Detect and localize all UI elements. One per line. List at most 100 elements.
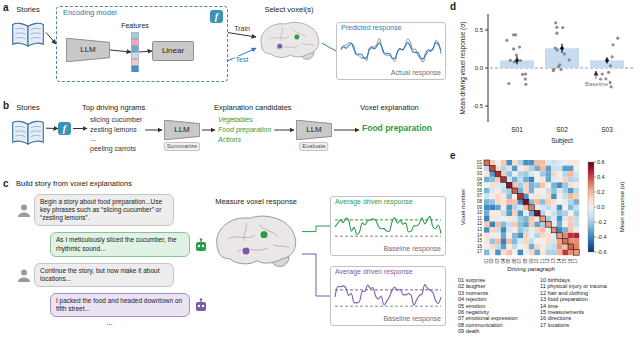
heatmap-cell <box>512 238 518 244</box>
axis-tick-label: 11 <box>477 217 482 222</box>
label-anchor: Driving paragraph <box>507 266 555 273</box>
label-anchor: 13 food preparation <box>540 296 588 302</box>
bar-chart <box>485 14 634 122</box>
book-line <box>15 28 25 29</box>
heatmap-cell <box>506 182 512 188</box>
feature-bar <box>131 32 139 72</box>
topic-key-entry: 12 hair and clothing <box>540 290 588 296</box>
heatmap-cell <box>529 227 535 233</box>
topic-key-entry: 11 physical injury or trauma <box>540 283 607 289</box>
plot-legend-text: Predicted response <box>337 23 445 32</box>
average-line <box>335 289 441 290</box>
heatmap-cell <box>501 222 507 228</box>
heatmap-cell <box>518 182 524 188</box>
heatmap-cell <box>534 233 540 239</box>
axis-tick-label: 02 <box>490 258 495 263</box>
heatmap-cell <box>551 160 557 166</box>
label-anchor: 12 <box>477 222 482 227</box>
heatmap-cell <box>568 227 574 233</box>
heatmap-cell <box>512 166 518 172</box>
heatmap-cell <box>484 233 490 239</box>
label-anchor: 17 <box>477 250 482 255</box>
robot-icon <box>194 238 208 252</box>
heatmap-cell <box>490 177 496 183</box>
plot-legend-text: Baseline response <box>383 245 441 253</box>
label-anchor: 01 surprise <box>458 277 485 283</box>
voxel-point <box>552 69 555 72</box>
connector-arrow <box>322 43 336 51</box>
brain-sulcus <box>228 235 255 239</box>
axis-tick-label: 04 <box>501 258 506 263</box>
heatmap-cell <box>546 171 552 177</box>
mean-marker <box>515 59 519 63</box>
heatmap-cell <box>546 210 552 216</box>
diagonal-outline <box>495 171 501 177</box>
voxel-point <box>609 64 612 67</box>
heatmap-cell <box>484 160 490 166</box>
node-heading: Encoding model <box>57 7 227 18</box>
heatmap-cell <box>551 216 557 222</box>
heatmap-cell <box>523 160 529 166</box>
heatmap-cell <box>506 244 512 250</box>
label-anchor: 07 <box>477 194 482 199</box>
heatmap-cell <box>568 216 574 222</box>
diagonal-outline <box>490 166 496 172</box>
heatmap-cell <box>501 233 507 239</box>
heatmap-cell <box>518 238 524 244</box>
book-page <box>28 23 43 46</box>
edge-label: Test <box>235 56 250 64</box>
axis-title: Voxel number <box>460 189 467 226</box>
topic-key-entry: 02 laughter <box>458 283 486 289</box>
heatmap-cell <box>562 222 568 228</box>
heatmap-cell <box>551 227 557 233</box>
ngram-text: slicing cucumber <box>90 116 142 124</box>
label-anchor: -0.5 <box>473 103 483 110</box>
heatmap-cell <box>506 177 512 183</box>
heatmap-cell <box>568 194 574 200</box>
candidate-text: Food preparation <box>218 126 271 134</box>
heatmap-cell <box>557 222 563 228</box>
robot-eye <box>198 244 200 246</box>
heatmap-cell <box>523 222 529 228</box>
label-anchor: 06 <box>513 258 518 263</box>
heatmap-cell <box>506 199 512 205</box>
heatmap-cell <box>512 160 518 166</box>
brain-sulcus <box>273 244 289 248</box>
heatmap-cell <box>518 166 524 172</box>
label-anchor: 17 locations <box>540 322 569 328</box>
heatmap-cell <box>540 166 546 172</box>
heatmap-cell <box>551 194 557 200</box>
heatmap-cell <box>529 216 535 222</box>
heatmap-cell <box>568 188 574 194</box>
axis-tick-label: 11 <box>541 258 546 263</box>
voxel-point <box>514 33 517 36</box>
label-anchor: 14 <box>557 258 562 263</box>
colorbar-tick-label: 0.6 <box>597 159 605 165</box>
heatmap-cell <box>574 194 580 200</box>
book-line <box>31 126 41 127</box>
heatmap-cell <box>562 250 568 256</box>
label-anchor: c <box>3 178 9 190</box>
heatmap-cell <box>523 194 529 200</box>
label-anchor: 02 laughter <box>458 283 486 289</box>
heatmap-cell <box>546 222 552 228</box>
axis-tick-label: 08 <box>524 258 529 263</box>
voxel-point <box>509 59 512 62</box>
heatmap-cell <box>574 199 580 205</box>
heatmap-cell <box>534 244 540 250</box>
panel-letter: c <box>3 178 9 190</box>
flow-arrow <box>334 130 359 131</box>
box-label: LLM <box>174 125 190 134</box>
heatmap-cell <box>568 171 574 177</box>
voxel-point <box>611 43 614 46</box>
label-anchor: 15 <box>477 239 482 244</box>
heatmap-cell <box>490 250 496 256</box>
axis-tick-label: 08 <box>477 200 482 205</box>
heatmap-cell <box>490 182 496 188</box>
connector-arrow <box>139 51 152 52</box>
book-line <box>15 33 25 34</box>
heatmap-cell <box>490 227 496 233</box>
voxel-point <box>554 21 557 24</box>
explanation-text: Food preparation <box>362 124 432 134</box>
heatmap-cell <box>490 244 496 250</box>
